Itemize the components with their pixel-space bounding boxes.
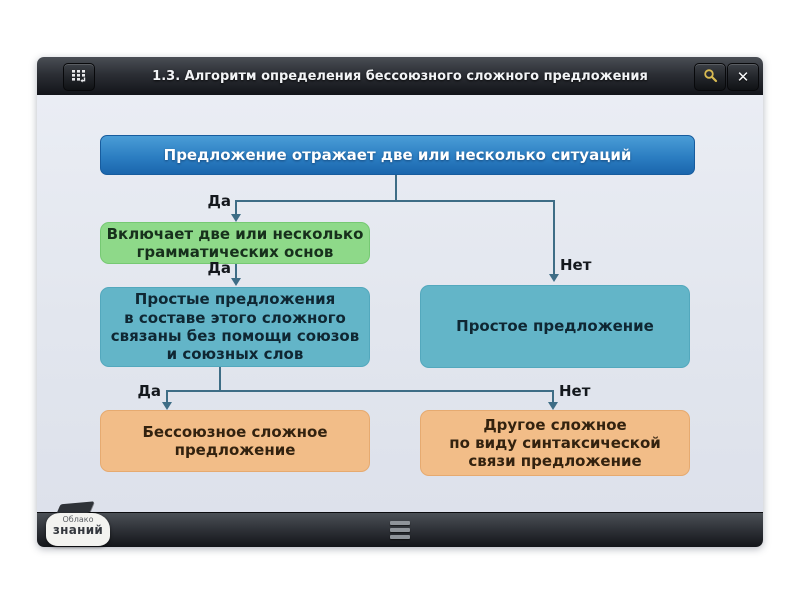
node-simple-sentence: Простое предложение (420, 285, 690, 368)
connector-line (552, 391, 554, 403)
close-button[interactable]: ✕ (727, 63, 759, 91)
node-result-asyndetic: Бессоюзное сложное предложение (100, 410, 370, 472)
connector-line (219, 367, 221, 391)
connector-line (235, 201, 237, 215)
hamburger-icon (390, 535, 410, 539)
node-question-bases: Включает две или несколько грамматически… (100, 222, 370, 264)
connector-line (166, 390, 554, 392)
connector-line (235, 264, 237, 279)
page-title: 1.3. Алгоритм определения бессоюзного сл… (152, 68, 648, 84)
arrowhead-down (231, 278, 241, 286)
branch-label-no: Нет (560, 256, 592, 274)
branch-label-yes: Да (207, 192, 231, 210)
branch-label-no: Нет (559, 382, 591, 400)
arrowhead-down (162, 402, 172, 410)
connector-line (235, 200, 555, 202)
arrowhead-down (549, 274, 559, 282)
oblako-znaniy-logo[interactable]: Облако знаний (46, 501, 112, 546)
contents-grid-icon (71, 68, 87, 87)
flowchart-canvas: Предложение отражает две или несколько с… (37, 95, 763, 513)
app-window: 1.3. Алгоритм определения бессоюзного сл… (37, 57, 763, 547)
connector-line (166, 391, 168, 403)
node-start: Предложение отражает две или несколько с… (100, 135, 695, 175)
hamburger-icon (390, 521, 410, 525)
connector-line (553, 201, 555, 275)
title-bar: 1.3. Алгоритм определения бессоюзного сл… (37, 57, 763, 96)
branch-label-yes: Да (137, 382, 161, 400)
logo-text-top: Облако (62, 515, 94, 524)
arrowhead-down (548, 402, 558, 410)
menu-button[interactable] (389, 520, 411, 540)
node-result-other: Другое сложное по виду синтаксической св… (420, 410, 690, 476)
logo-text-bottom: знаний (52, 523, 104, 537)
arrowhead-down (231, 214, 241, 222)
node-question-no-conjunctions: Простые предложения в составе этого слож… (100, 287, 370, 367)
close-icon: ✕ (736, 67, 750, 86)
search-button[interactable] (694, 63, 726, 91)
hamburger-icon (390, 528, 410, 532)
branch-label-yes: Да (207, 259, 231, 277)
connector-line (395, 175, 397, 201)
search-icon (703, 68, 718, 87)
contents-button[interactable] (63, 63, 95, 91)
cloud-icon (46, 513, 110, 546)
footer-bar: Облако знаний (37, 501, 763, 547)
